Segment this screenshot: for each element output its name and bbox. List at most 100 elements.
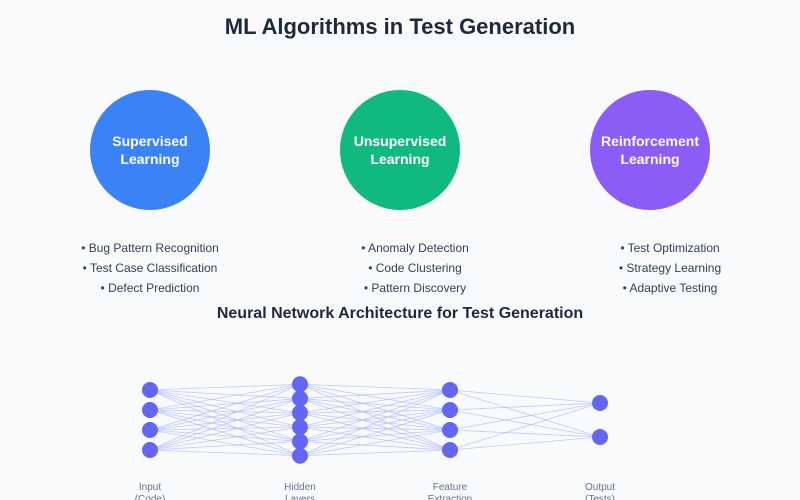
network-edge — [149, 426, 301, 451]
network-edge — [299, 383, 451, 431]
network-edge — [299, 398, 451, 431]
network-node — [292, 433, 308, 450]
network-edge — [149, 398, 301, 431]
network-node — [142, 382, 158, 398]
network-edge — [299, 429, 451, 442]
network-edge — [149, 441, 301, 451]
network-edge — [149, 383, 301, 451]
network-node — [442, 442, 458, 458]
layer-label: Output — [585, 482, 615, 493]
network-edge — [299, 426, 451, 431]
network-edge — [149, 429, 301, 442]
network-edge — [449, 389, 601, 438]
network-node — [142, 402, 158, 418]
layer-label: (Code) — [135, 494, 166, 500]
network-edge — [449, 436, 601, 451]
network-node — [592, 395, 608, 411]
network-edge — [149, 389, 301, 457]
network-edge — [149, 383, 301, 431]
network-edge — [299, 389, 451, 457]
network-node — [442, 402, 458, 418]
network-edge — [299, 383, 451, 411]
list-item: • Pattern Discovery — [363, 281, 467, 295]
layer-label: Extraction — [428, 494, 472, 500]
network-node — [292, 419, 308, 436]
network-edge — [449, 402, 601, 431]
network-edge — [149, 412, 301, 451]
network-node — [142, 442, 158, 458]
network-edge — [149, 389, 301, 428]
network-edge — [149, 409, 301, 414]
network-edge — [299, 441, 451, 451]
network-edge — [299, 389, 451, 414]
network-edge — [299, 389, 451, 428]
list-item: • Adaptive Testing — [622, 281, 718, 295]
network-node — [142, 422, 158, 438]
network-edge — [149, 389, 301, 399]
network-edge — [149, 409, 301, 457]
network-edge — [299, 426, 451, 451]
list-item: • Defect Prediction — [100, 281, 200, 295]
category-list: • Bug Pattern Recognition • Test Case Cla… — [20, 238, 280, 298]
layer-label: Input — [139, 482, 161, 493]
network-edge — [299, 412, 451, 431]
network-edge — [299, 398, 451, 451]
network-edge — [149, 409, 301, 442]
network-edge — [449, 389, 601, 404]
layer-label: Hidden — [284, 482, 316, 493]
layer-label: Feature — [433, 482, 468, 493]
network-edge — [299, 429, 451, 457]
network-edge — [299, 449, 451, 457]
list-item: • Test Case Classification — [82, 261, 218, 275]
network-edge — [149, 412, 301, 431]
network-edge — [299, 409, 451, 457]
network-edge — [449, 402, 601, 411]
network-title: Neural Network Architecture for Test Gen… — [216, 305, 584, 322]
network-node — [292, 404, 308, 421]
network-node — [442, 422, 458, 438]
network-edge — [299, 398, 451, 411]
layer-label: Layers — [285, 494, 315, 500]
layer-label: (Tests) — [585, 494, 615, 500]
network-edge — [299, 409, 451, 414]
list-item: • Bug Pattern Recognition — [81, 241, 219, 255]
network-edge — [149, 449, 301, 457]
network-edge — [149, 383, 301, 391]
network-node — [292, 390, 308, 407]
category-list: • Anomaly Detection • Code Clustering • Pa… — [285, 238, 545, 298]
network-edge — [299, 383, 451, 451]
network-edge — [149, 409, 301, 428]
page-title: ML Algorithms in Test Generation — [224, 14, 576, 39]
network-edge — [149, 429, 301, 457]
network-edge — [449, 409, 601, 438]
network-edge — [149, 398, 301, 451]
network-edge — [149, 426, 301, 431]
network-edge — [299, 383, 451, 391]
network-edge — [299, 412, 451, 451]
list-item: • Anomaly Detection — [361, 241, 469, 255]
network-edge — [149, 383, 301, 411]
network-edge — [299, 409, 451, 428]
list-item: • Test Optimization — [620, 241, 720, 255]
network-edge — [149, 389, 301, 414]
network-edge — [149, 398, 301, 411]
category-list: • Test Optimization • Strategy Learning • … — [540, 238, 800, 298]
network-edge — [149, 389, 301, 442]
network-node — [442, 382, 458, 398]
list-item: • Code Clustering — [368, 261, 462, 275]
network-node — [592, 429, 608, 445]
network-edge — [299, 409, 451, 442]
list-item: • Strategy Learning — [618, 261, 722, 275]
network-edge — [449, 429, 601, 438]
network-edge — [449, 402, 601, 451]
network-node — [292, 376, 308, 393]
network-edge — [299, 389, 451, 442]
network-edge — [299, 389, 451, 399]
